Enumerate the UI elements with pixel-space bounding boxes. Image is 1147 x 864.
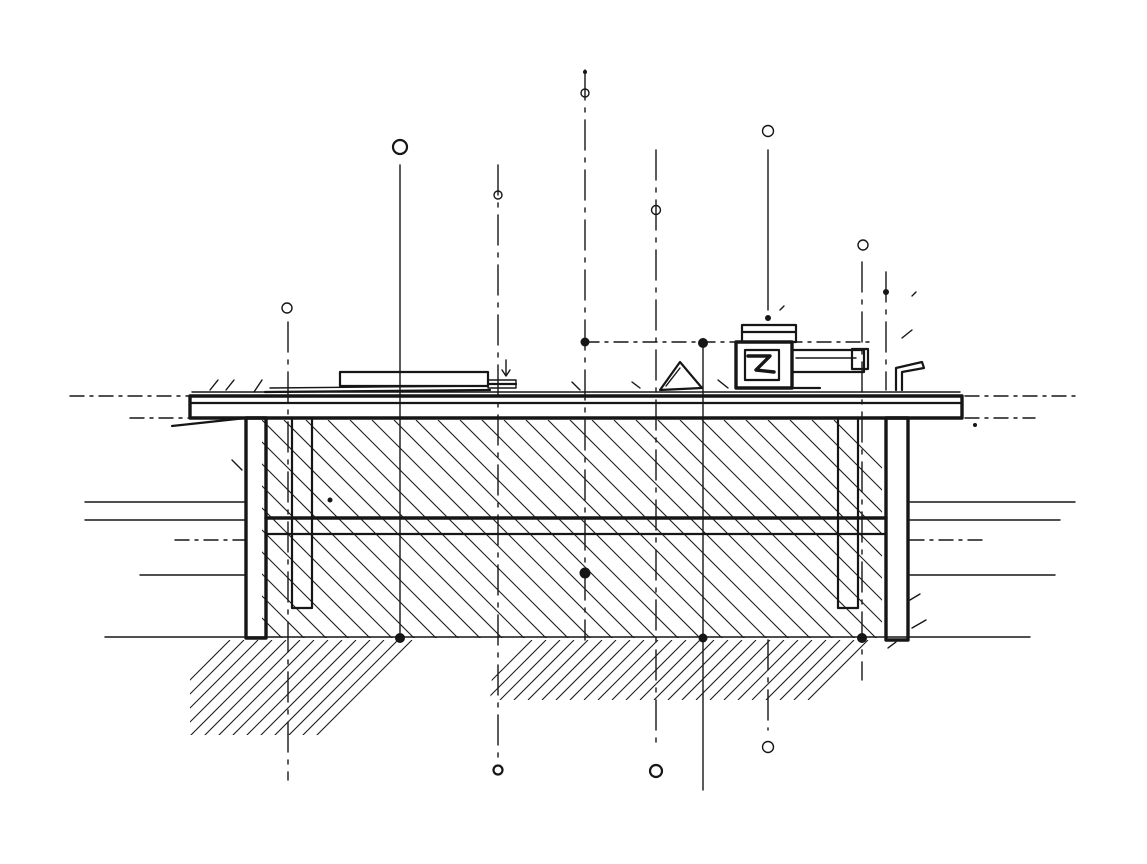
dimension-marker-icon: [391, 138, 409, 156]
back-left-leg: [290, 416, 314, 610]
dimension-marker-icon: [492, 764, 504, 776]
back-right-leg: [836, 416, 860, 610]
dimension-marker-icon: [761, 740, 775, 754]
tabletop-items: [263, 305, 926, 394]
dimension-markers: [281, 70, 977, 779]
floor-hatching-left: [190, 640, 413, 735]
machine-vise-icon: [734, 305, 870, 390]
plank-icon: [263, 359, 518, 394]
frame-hatching: [262, 420, 882, 638]
sketch-accents: [209, 291, 927, 649]
dimension-marker-icon: [580, 88, 590, 98]
dimension-marker-icon: [281, 302, 293, 314]
dimension-marker-icon: [493, 190, 503, 200]
construction-lines: [69, 341, 1076, 638]
vertical-axis-lines: [287, 69, 887, 791]
wedge-icon: [658, 360, 704, 392]
dimension-marker-icon: [857, 239, 869, 251]
stretcher-rail: [264, 516, 888, 536]
floor-hatching-right: [490, 640, 869, 700]
front-right-leg: [884, 416, 910, 642]
front-left-leg: [244, 416, 268, 640]
hook-icon: [894, 360, 926, 392]
table-top: [170, 391, 964, 428]
dimension-marker-icon: [650, 204, 662, 216]
table-legs: [244, 416, 910, 642]
dimension-marker-icon: [761, 124, 775, 138]
dimension-marker-icon: [648, 763, 664, 779]
